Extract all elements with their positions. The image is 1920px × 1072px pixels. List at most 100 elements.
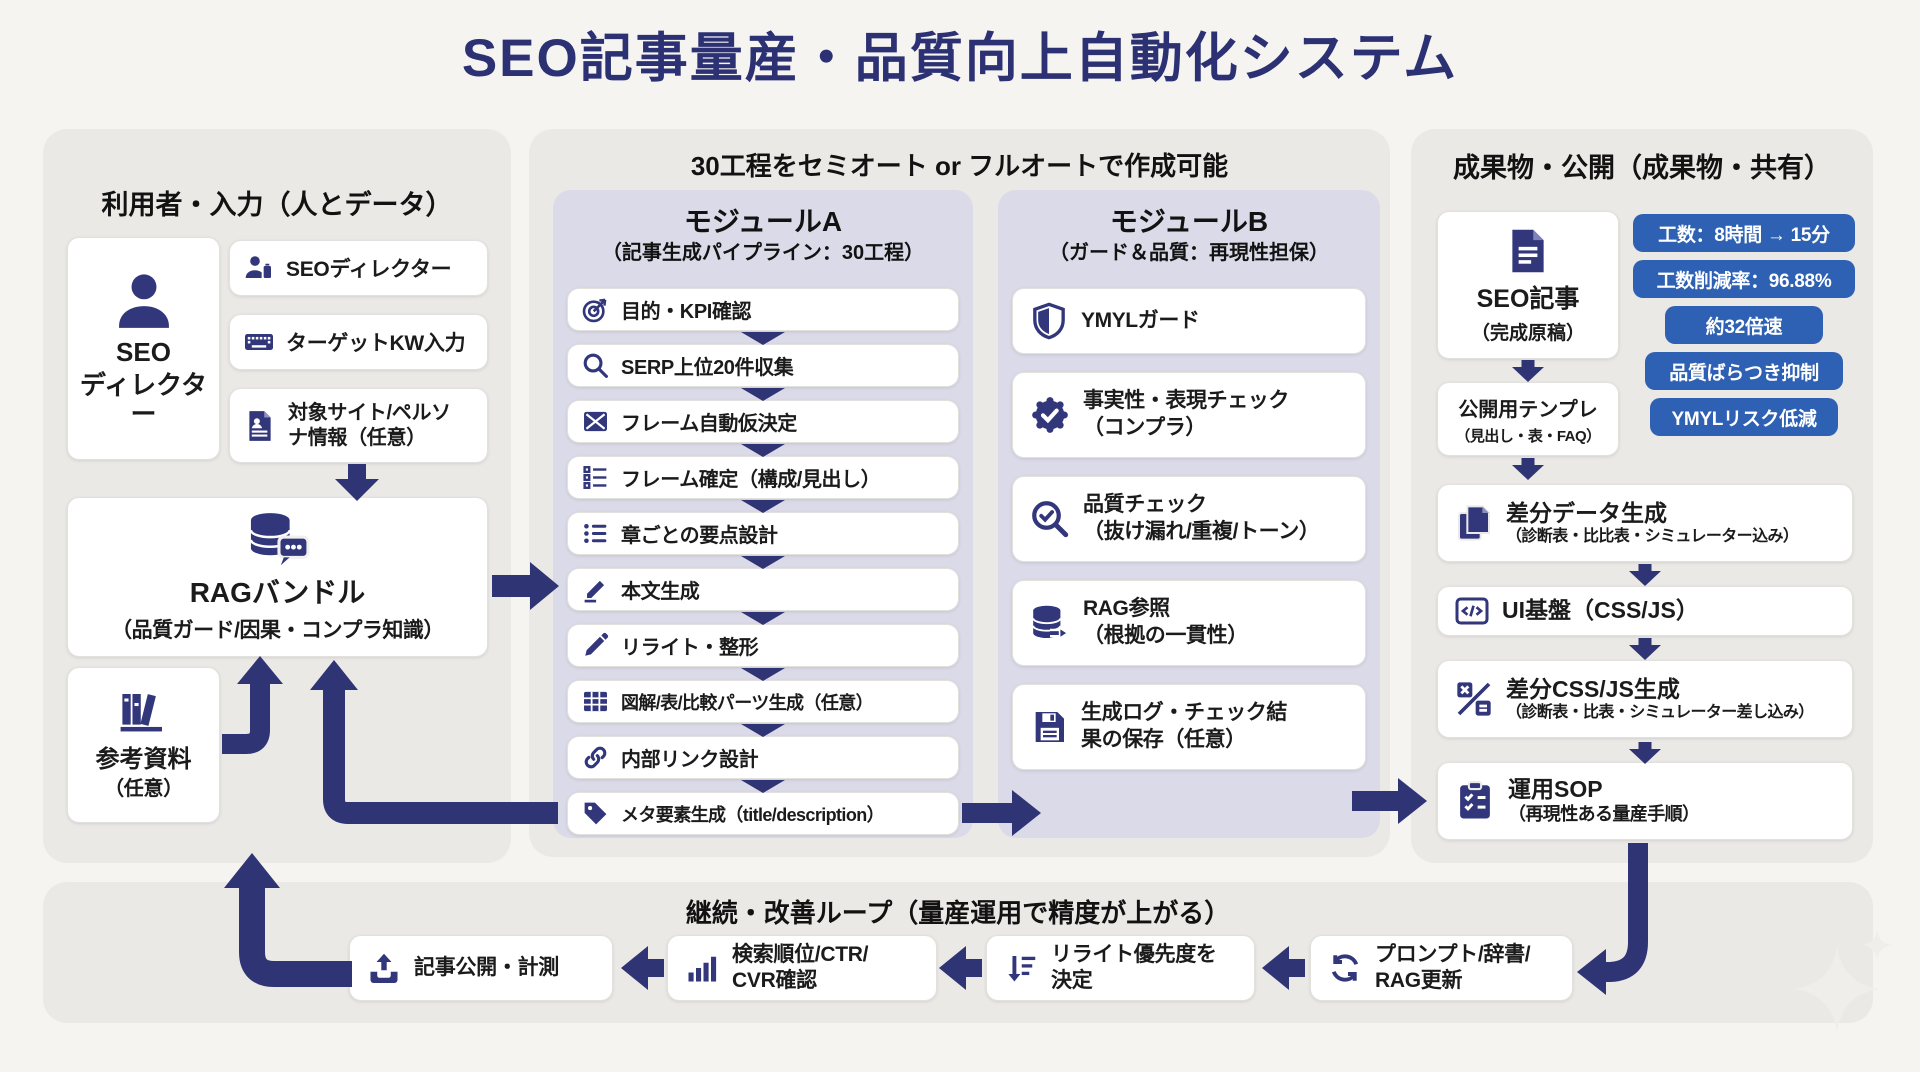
output-diff-data-box: 差分データ生成 （診断表・比比表・シミュレーター込み） [1437, 484, 1853, 562]
module-a-step-rewrite: リライト・整形 [567, 624, 959, 667]
step-label: YMYLガード [1081, 308, 1200, 332]
input-label: ターゲットKW入力 [286, 332, 466, 355]
module-b-step-log: 生成ログ・チェック結 果の保存（任意） [1012, 684, 1366, 770]
seo-director-box: SEO ディレクター [67, 237, 220, 460]
bottom-panel-title: 継続・改善ループ（量産運用で精度が上がる） [685, 898, 1231, 928]
reference-label-line2: （任意） [104, 778, 183, 800]
loop-step-rewrite-priority: リライト優先度を 決定 [986, 935, 1255, 1001]
search-icon [583, 353, 608, 378]
module-a-step-outline: 章ごとの要点設計 [567, 512, 959, 555]
metric-badge-quality: 品質ばらつき抑制 [1645, 352, 1843, 390]
edit-pencil-icon [584, 580, 605, 603]
table-icon [584, 691, 607, 712]
input-label-line2: ナ情報（任意） [288, 426, 426, 449]
metric-badge-ymyl: YMYLリスク低減 [1650, 398, 1838, 436]
step-label: 内部リンク設計 [621, 749, 759, 771]
reference-material-box: 参考資料 （任意） [67, 667, 220, 823]
target-icon [582, 298, 607, 323]
module-a-step-frame-draft: フレーム自動仮決定 [567, 400, 959, 443]
rag-database-icon [1032, 605, 1070, 640]
module-b-step-quality: 品質チェック （抜け漏れ/重複/トーン） [1012, 476, 1366, 562]
input-seo-director: SEOディレクター [229, 240, 488, 296]
step-label: 図解/表/比較パーツ生成（任意） [621, 692, 874, 713]
priority-sort-icon [1008, 956, 1036, 982]
director-label-line1: SEO [116, 336, 171, 367]
module-a-step-meta: メタ要素生成（title/description） [567, 792, 959, 835]
input-label: SEOディレクター [286, 258, 452, 281]
template-label-line2: （見出し・表・FAQ） [1455, 427, 1601, 445]
input-target-kw: ターゲットKW入力 [229, 314, 488, 370]
seo-article-box: SEO記事 （完成原稿） [1437, 211, 1619, 359]
loop-step-label: 検索順位/CTR/ CVR確認 [732, 943, 869, 992]
books-icon [120, 694, 162, 732]
reference-label-line1: 参考資料 [95, 746, 192, 773]
step-label: メタ要素生成（title/description） [621, 804, 885, 825]
input-site-persona: 対象サイト/ペルソ ナ情報（任意） [229, 388, 488, 463]
person-edit-icon [245, 256, 271, 278]
step-label: 品質チェック （抜け漏れ/重複/トーン） [1083, 493, 1320, 543]
rag-title: RAGバンドル [189, 577, 366, 608]
loop-step-label: リライト優先度を 決定 [1051, 943, 1217, 992]
profile-document-icon [249, 410, 271, 441]
module-b-step-ymyl: YMYLガード [1012, 288, 1366, 354]
step-label: SERP上位20件収集 [621, 357, 794, 379]
center-panel-title: 30工程をセミオート or フルオートで作成可能 [690, 151, 1229, 181]
metric-badge-speed: 約32倍速 [1665, 306, 1823, 344]
right-panel-title: 成果物・公開（成果物・共有） [1453, 153, 1831, 183]
article-document-icon [1512, 229, 1544, 272]
loop-step-label: プロンプト/辞書/ RAG更新 [1375, 943, 1531, 992]
output-label: 差分CSS/JS生成 （診断表・比表・シミュレーター差し込み） [1506, 675, 1814, 722]
publish-template-box: 公開用テンプレ （見出し・表・FAQ） [1437, 382, 1619, 456]
person-icon [118, 274, 169, 328]
step-label: 章ごとの要点設計 [621, 525, 778, 547]
output-label: 運用SOP （再現性ある量産手順） [1508, 776, 1700, 824]
fact-check-badge-icon [1032, 397, 1068, 433]
template-label-line1: 公開用テンプレ [1458, 398, 1598, 421]
output-diff-cssjs-box: 差分CSS/JS生成 （診断表・比表・シミュレーター差し込み） [1437, 660, 1853, 738]
frame-checklist-icon [583, 466, 607, 489]
loop-step-update: プロンプト/辞書/ RAG更新 [1310, 935, 1573, 1001]
module-a-step-frame-fix: フレーム確定（構成/見出し） [567, 456, 959, 499]
module-b-step-factcheck: 事実性・表現チェック （コンプラ） [1012, 372, 1366, 458]
output-sop-box: 運用SOP （再現性ある量産手順） [1437, 762, 1853, 840]
input-label: 対象サイト/ペルソ ナ情報（任意） [288, 401, 451, 451]
output-label: 差分データ生成 （診断表・比比表・シミュレーター込み） [1506, 499, 1799, 546]
code-icon [1455, 597, 1489, 625]
step-label: 目的・KPI確認 [621, 301, 752, 323]
outline-list-icon [584, 523, 607, 544]
step-label: 生成ログ・チェック結 果の保存（任意） [1081, 701, 1287, 751]
module-b-step-rag: RAG参照 （根拠の一貫性） [1012, 580, 1366, 666]
rag-subtitle: （品質ガード/因果・コンプラ知識） [111, 619, 444, 642]
input-label-line1: 対象サイト/ペルソ [288, 401, 451, 424]
rank-chart-icon [688, 956, 717, 982]
step-label: フレーム確定（構成/見出し） [621, 469, 881, 491]
quality-search-check-icon [1032, 501, 1069, 538]
shield-icon [1033, 302, 1065, 340]
loop-step-label: 記事公開・計測 [414, 956, 559, 980]
module-a-step-parts: 図解/表/比較パーツ生成（任意） [567, 680, 959, 723]
left-panel-title: 利用者・入力（人とデータ） [101, 190, 453, 220]
module-a-subtitle: （記事生成パイプライン：30工程） [601, 242, 925, 264]
sop-clipboard-icon [1460, 781, 1490, 819]
director-label-line2: ディレクター [79, 369, 208, 430]
module-b-title: モジュールB [1109, 206, 1269, 237]
step-label: フレーム自動仮決定 [621, 413, 797, 435]
module-a-title: モジュールA [683, 206, 843, 237]
sparkle-icon [1794, 946, 1880, 1032]
calc-diff-icon [1457, 682, 1491, 716]
page-title: SEO記事量産・品質向上自動化システム [461, 29, 1459, 88]
sparkle-small-icon [1862, 930, 1892, 960]
rag-bundle-box: RAGバンドル （品質ガード/因果・コンプラ知識） [67, 497, 488, 657]
frame-draft-icon [584, 411, 607, 432]
copy-pages-icon [1458, 505, 1490, 541]
step-label: RAG参照 （根拠の一貫性） [1083, 597, 1248, 647]
database-chat-icon [249, 513, 310, 566]
save-disk-icon [1035, 712, 1064, 742]
loop-step-rank-check: 検索順位/CTR/ CVR確認 [667, 935, 937, 1001]
module-a-step-links: 内部リンク設計 [567, 736, 959, 779]
module-b-subtitle: （ガード＆品質：再現性担保） [1049, 242, 1329, 264]
tag-icon [584, 802, 607, 825]
loop-step-publish: 記事公開・計測 [349, 935, 613, 1001]
module-a-step-body: 本文生成 [567, 568, 959, 611]
output-label: UI基盤（CSS/JS） [1502, 597, 1699, 624]
